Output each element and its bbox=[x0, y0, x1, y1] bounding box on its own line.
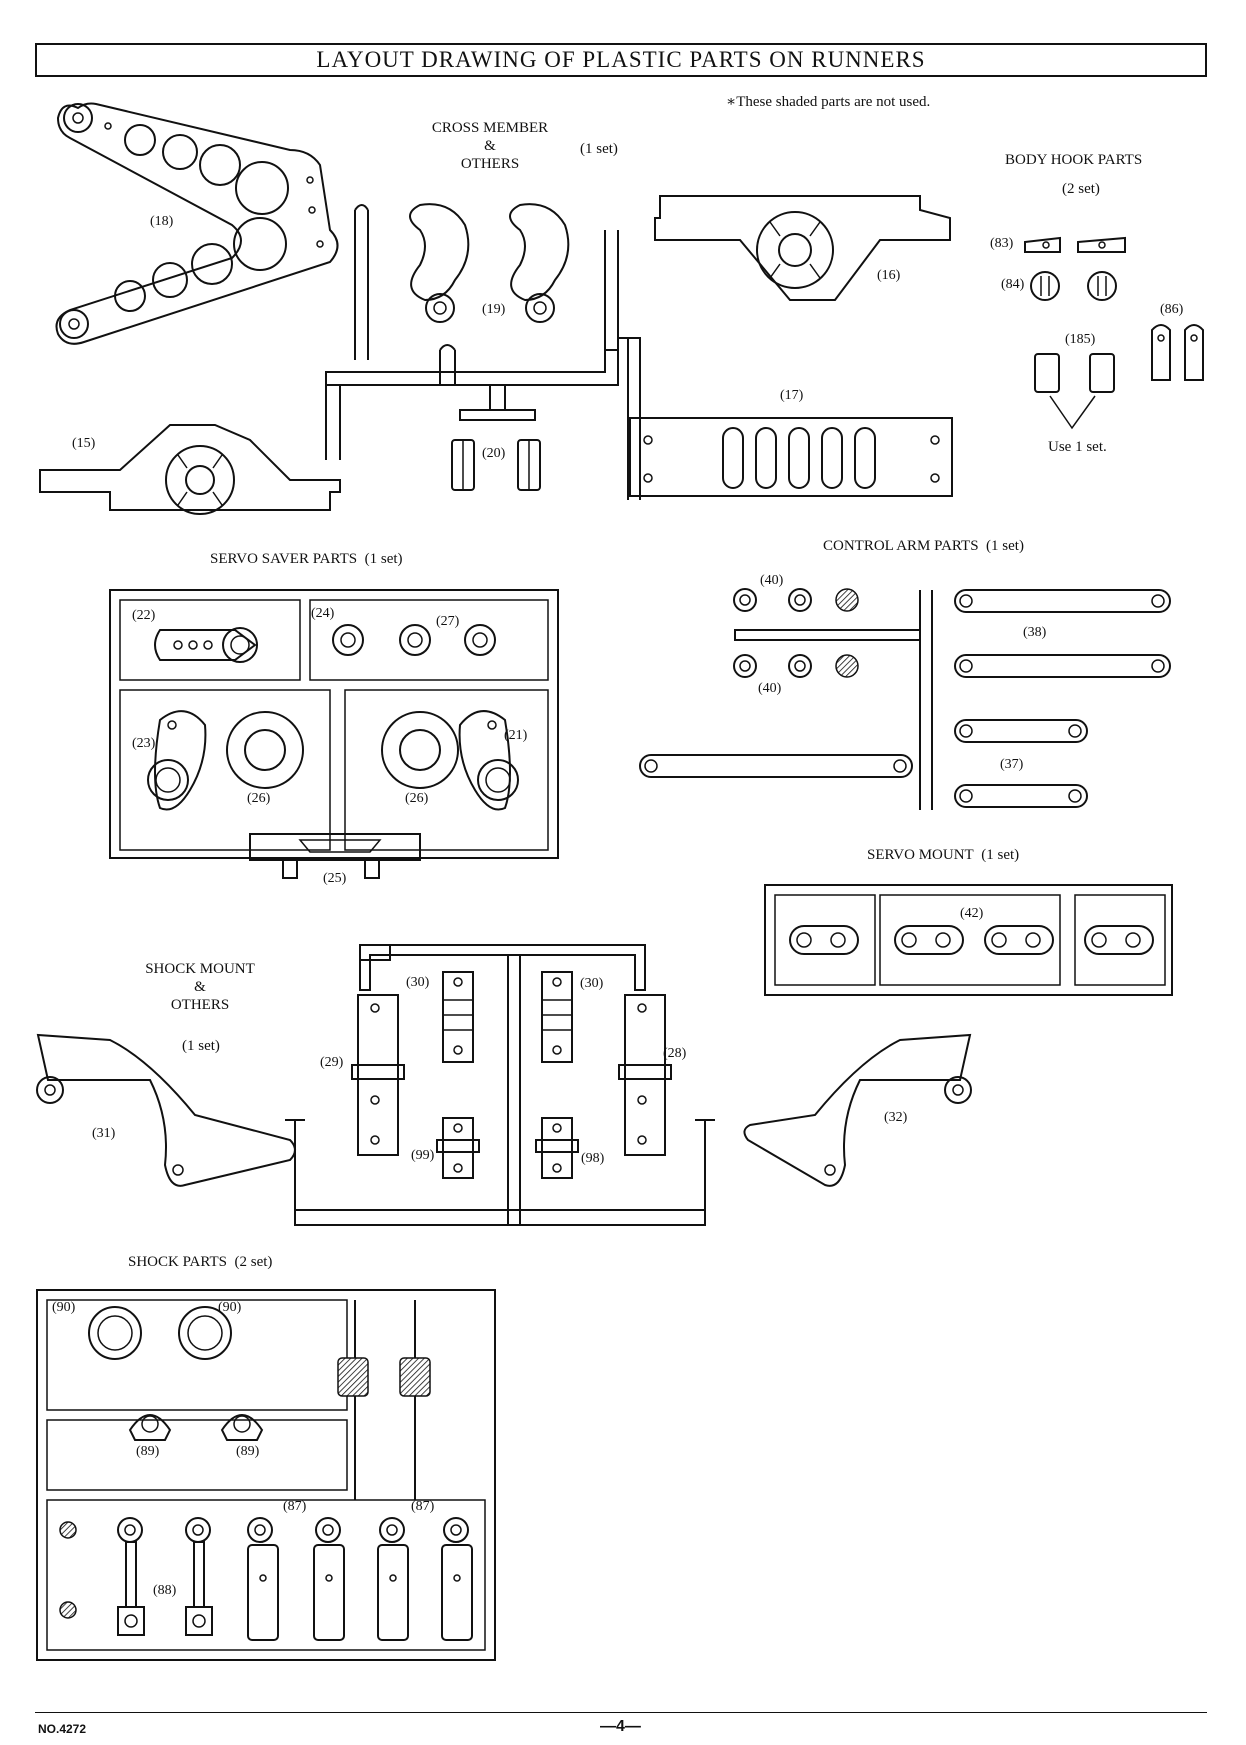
body-hook-parts bbox=[1024, 236, 1204, 430]
body-hook-label: BODY HOOK PARTS bbox=[1005, 152, 1143, 168]
runner-cross-member bbox=[325, 204, 641, 500]
part-number: (89) bbox=[136, 1444, 160, 1459]
part-number: (89) bbox=[236, 1444, 260, 1459]
part-number: (24) bbox=[311, 606, 335, 621]
servo-saver-label: SERVO SAVER PARTS (1 set) bbox=[210, 551, 403, 567]
part-number: (20) bbox=[482, 446, 506, 461]
part-number: (26) bbox=[247, 791, 271, 806]
part-17-grille bbox=[629, 417, 953, 497]
part-number: (26) bbox=[405, 791, 429, 806]
part-number: (87) bbox=[411, 1499, 435, 1514]
shock-mount-label: SHOCK MOUNT & OTHERS bbox=[145, 961, 255, 1013]
part-number: (30) bbox=[580, 976, 604, 991]
use-one-set-note: Use 1 set. bbox=[1048, 439, 1107, 455]
cross-member-label: CROSS MEMBER & OTHERS bbox=[431, 120, 549, 172]
part-number: (30) bbox=[406, 975, 430, 990]
part-number: (42) bbox=[960, 906, 984, 921]
part-number: (32) bbox=[884, 1110, 908, 1125]
part-number: (185) bbox=[1065, 332, 1096, 347]
part-number: (16) bbox=[877, 268, 901, 283]
page-number: —4— bbox=[600, 1718, 641, 1735]
shock-parts-label: SHOCK PARTS (2 set) bbox=[128, 1254, 273, 1270]
part-number: (25) bbox=[323, 871, 347, 886]
part-number: (90) bbox=[52, 1300, 76, 1315]
shock-parts-runner bbox=[36, 1289, 496, 1661]
shock-mount-qty: (1 set) bbox=[182, 1038, 220, 1054]
cross-member-qty: (1 set) bbox=[580, 141, 618, 157]
part-number: (27) bbox=[436, 614, 460, 629]
part-number: (86) bbox=[1160, 302, 1184, 317]
part-number: (99) bbox=[411, 1148, 435, 1163]
part-19-hooks bbox=[409, 203, 570, 323]
body-hook-qty: (2 set) bbox=[1062, 181, 1100, 197]
part-number: (88) bbox=[153, 1583, 177, 1598]
shaded-parts-note: ∗These shaded parts are not used. bbox=[726, 94, 931, 110]
footer-rule bbox=[35, 1712, 1207, 1713]
part-number: (19) bbox=[482, 302, 506, 317]
part-number: (15) bbox=[72, 436, 96, 451]
part-15-plate bbox=[39, 424, 341, 515]
part-number: (38) bbox=[1023, 625, 1047, 640]
part-number: (28) bbox=[663, 1046, 687, 1061]
part-number: (87) bbox=[283, 1499, 307, 1514]
part-number: (18) bbox=[150, 214, 174, 229]
part-number: (40) bbox=[760, 573, 784, 588]
part-20-clips bbox=[451, 439, 541, 491]
shock-mount-runner bbox=[36, 944, 972, 1226]
part-number: (90) bbox=[218, 1300, 242, 1315]
part-number: (29) bbox=[320, 1055, 344, 1070]
servo-mount-label: SERVO MOUNT (1 set) bbox=[867, 847, 1020, 863]
servo-mount-runner bbox=[764, 884, 1173, 996]
part-number: (21) bbox=[504, 728, 528, 743]
part-number: (31) bbox=[92, 1126, 116, 1141]
part-number: (37) bbox=[1000, 757, 1024, 772]
control-arm-runner bbox=[639, 588, 1171, 810]
page-title: LAYOUT DRAWING OF PLASTIC PARTS ON RUNNE… bbox=[35, 43, 1207, 77]
part-number: (17) bbox=[780, 388, 804, 403]
model-number: NO.4272 bbox=[38, 1722, 87, 1736]
part-number: (40) bbox=[758, 681, 782, 696]
part-number: (22) bbox=[132, 608, 156, 623]
part-number: (23) bbox=[132, 736, 156, 751]
part-18-cross-member bbox=[55, 102, 339, 345]
part-number: (83) bbox=[990, 236, 1014, 251]
part-16-plate bbox=[654, 195, 951, 301]
control-arm-label: CONTROL ARM PARTS (1 set) bbox=[823, 538, 1024, 554]
servo-saver-runner bbox=[109, 589, 559, 879]
part-number: (98) bbox=[581, 1151, 605, 1166]
part-number: (84) bbox=[1001, 277, 1025, 292]
